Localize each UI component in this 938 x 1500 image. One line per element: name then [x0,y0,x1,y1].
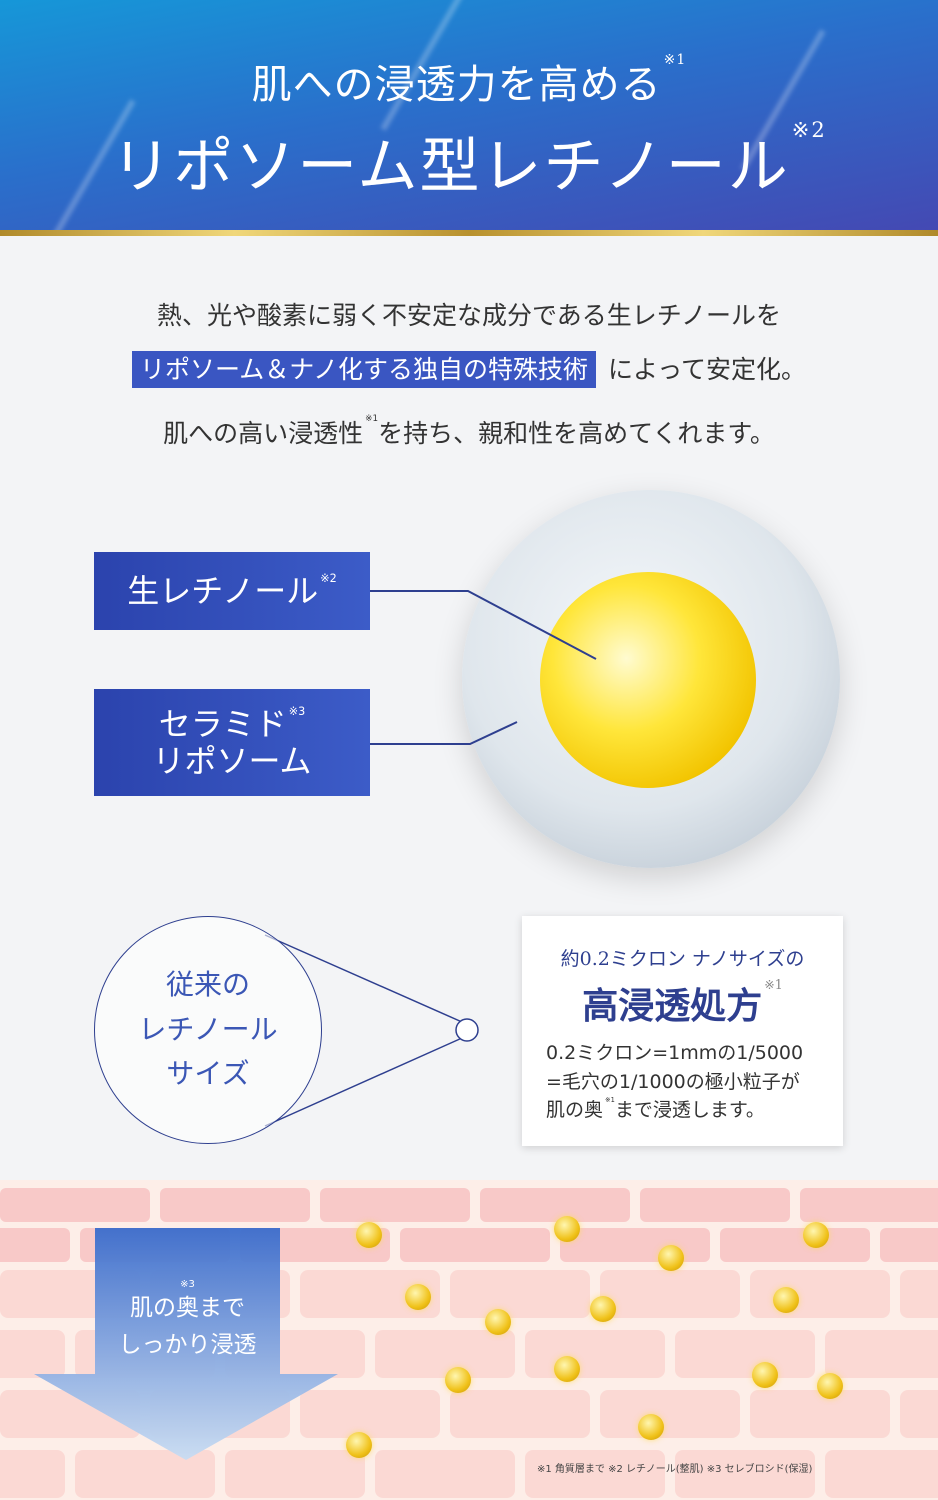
skin-cell [0,1450,65,1498]
gold-divider [0,230,938,236]
retinol-pointer-line [370,590,597,660]
retinol-particle [590,1296,616,1322]
skin-cell [900,1390,938,1438]
zoom-line-bottom [264,1037,463,1127]
zoom-line-top [264,934,463,1023]
retinol-particle [445,1367,471,1393]
skin-cell [640,1188,790,1222]
info-body: 0.2ミクロン=1mmの1/5000=毛穴の1/1000の極小粒子が 肌の奥※1… [546,1042,804,1121]
skin-cell [225,1450,365,1498]
skin-cell [0,1228,70,1262]
retinol-particle [658,1245,684,1271]
skin-cell [720,1228,870,1262]
retinol-particle [405,1284,431,1310]
skin-cell [450,1390,590,1438]
retinol-particle [554,1216,580,1242]
retinol-particle [485,1309,511,1335]
header-banner: 肌への浸透力を高める※1 リポソーム型レチノール※2 [0,0,938,230]
liposome-pointer-line [370,721,518,745]
info-card: 約0.2ミクロン ナノサイズの 高浸透処方※1 0.2ミクロン=1mmの1/50… [522,916,843,1146]
info-subtitle: 約0.2ミクロン ナノサイズの [560,948,805,970]
retinol-particle [773,1287,799,1313]
skin-cell [400,1228,550,1262]
skin-cell [825,1450,938,1498]
conventional-retinol-circle: 従来のレチノールサイズ [94,916,322,1144]
skin-cell [800,1188,938,1222]
retinol-particle [817,1373,843,1399]
retinol-core [540,572,756,788]
skin-cell [75,1450,215,1498]
highlight-tech: リポソーム＆ナノ化する独自の特殊技術 [131,351,596,388]
skin-cell [600,1270,740,1318]
footnote: ※1 角質層まで ※2 レチノール(整肌) ※3 セレブロシド(保湿) [537,1464,813,1475]
skin-cell [600,1390,740,1438]
retinol-particle [554,1356,580,1382]
skin-cell [375,1330,515,1378]
intro-line3: 肌への高い浸透性※1を持ち、親和性を高めてくれます。 [163,414,775,448]
skin-cell [675,1450,815,1498]
skin-cell [320,1188,470,1222]
skin-cell [0,1188,150,1222]
retinol-particle [752,1362,778,1388]
retinol-particle [638,1414,664,1440]
skin-cell [675,1330,815,1378]
skin-cell [750,1270,890,1318]
skin-cell [880,1228,938,1262]
arrow-text: ※3 肌の奥までしっかり浸透 [118,1279,257,1358]
down-arrow-icon [34,1228,338,1460]
skin-cell [450,1270,590,1318]
skin-cell [525,1330,665,1378]
skin-cell [0,1330,65,1378]
skin-cell [160,1188,310,1222]
skin-cell [560,1228,710,1262]
skin-cell [825,1330,938,1378]
skin-cell [900,1270,938,1318]
intro-line2: リポソーム＆ナノ化する独自の特殊技術によって安定化。 [0,350,938,388]
header-title-line1: 肌への浸透力を高める※1 [251,52,687,108]
retinol-particle [346,1432,372,1458]
skin-cell [750,1390,890,1438]
intro-line1: 熱、光や酸素に弱く不安定な成分である生レチノールを [156,301,781,330]
skin-cell [375,1450,515,1498]
nano-particle-circle [455,1018,479,1042]
skin-cell [300,1390,440,1438]
label-raw-retinol: 生レチノール※2 [94,552,370,630]
retinol-particle [356,1222,382,1248]
header-title-line2: リポソーム型レチノール※2 [111,118,827,202]
skin-cell [525,1450,665,1498]
retinol-particle [803,1222,829,1248]
info-title: 高浸透処方※1 [582,977,783,1027]
skin-cell [480,1188,630,1222]
